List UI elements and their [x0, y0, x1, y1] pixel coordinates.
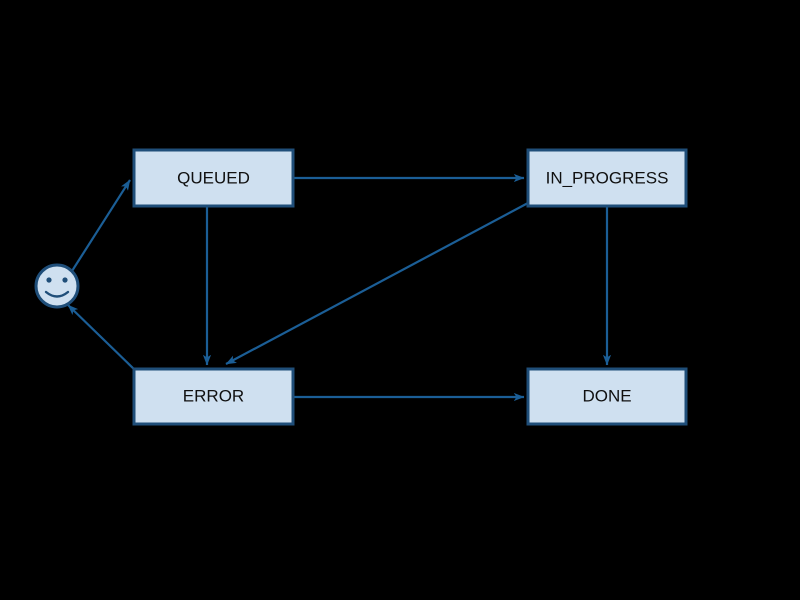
- edge-error-to-start: [67, 304, 138, 373]
- smiley-right-eye-icon: [62, 277, 68, 283]
- state-label-error: ERROR: [183, 386, 244, 405]
- state-label-in-progress: IN_PROGRESS: [546, 168, 669, 187]
- state-label-done: DONE: [582, 386, 631, 405]
- state-label-queued: QUEUED: [177, 168, 250, 187]
- state-node-queued[interactable]: QUEUED: [132, 148, 295, 208]
- state-box-done[interactable]: [526, 367, 688, 426]
- edge-start-to-queued: [71, 179, 131, 272]
- state-node-error[interactable]: ERROR: [132, 367, 295, 426]
- smiley-face-icon[interactable]: [34, 263, 80, 309]
- state-box-queued[interactable]: [132, 148, 295, 208]
- smiley-left-eye-icon: [46, 277, 52, 283]
- state-node-done[interactable]: DONE: [526, 367, 688, 426]
- state-box-in-progress[interactable]: [526, 148, 688, 208]
- state-box-error[interactable]: [132, 367, 295, 426]
- start-node[interactable]: [34, 263, 80, 309]
- state-node-in-progress[interactable]: IN_PROGRESS: [526, 148, 688, 208]
- edge-in-progress-to-error: [225, 202, 529, 365]
- smiley-mouth-icon: [44, 290, 70, 298]
